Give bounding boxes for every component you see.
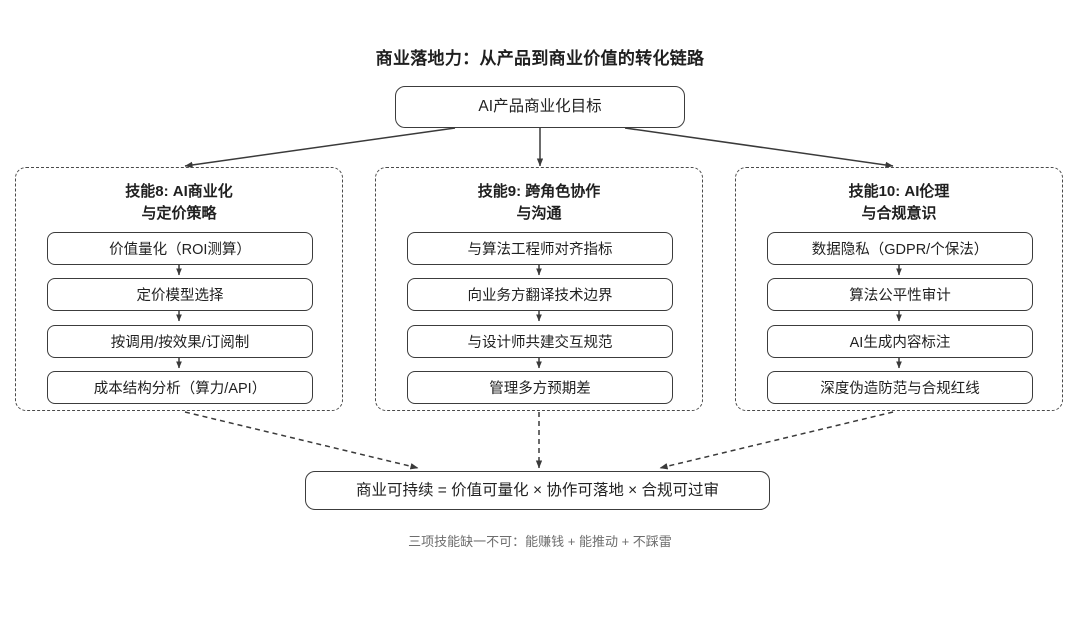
- root-to-groups-connectors: [184, 127, 894, 169]
- page-title: 商业落地力：从产品到商业价值的转化链路: [375, 49, 705, 68]
- root-node-label: AI产品商业化目标: [478, 98, 602, 116]
- skill-group-10-title: 技能10: AI伦理 与合规意识: [848, 183, 950, 223]
- skill-group-10-item-4: 深度伪造防范与合规红线: [767, 371, 1033, 404]
- skill-group-10-item-3: AI生成内容标注: [767, 325, 1033, 358]
- summary-node: 商业可持续 = 价值可量化 × 协作可落地 × 合规可过审: [305, 471, 770, 510]
- skill-group-8-item-2: 定价模型选择: [47, 278, 313, 311]
- summary-node-label: 商业可持续 = 价值可量化 × 协作可落地 × 合规可过审: [356, 481, 719, 499]
- footer-note: 三项技能缺一不可：能赚钱 + 能推动 + 不踩雷: [408, 534, 672, 549]
- skill-group-9-item-1: 与算法工程师对齐指标: [407, 232, 673, 265]
- skill-group-9-title: 技能9: 跨角色协作 与沟通: [477, 183, 601, 223]
- root-node: AI产品商业化目标: [395, 86, 685, 128]
- skill-group-8: 技能8: AI商业化 与定价策略 价值量化（ROI测算） 定价模型选择 按调用/…: [15, 167, 343, 411]
- skill-group-10-item-2: 算法公平性审计: [767, 278, 1033, 311]
- skill-group-8-item-3: 按调用/按效果/订阅制: [47, 325, 313, 358]
- skill-group-9-item-3: 与设计师共建交互规范: [407, 325, 673, 358]
- skill-group-9: 技能9: 跨角色协作 与沟通 与算法工程师对齐指标 向业务方翻译技术边界 与设计…: [375, 167, 703, 411]
- skill-group-10: 技能10: AI伦理 与合规意识 数据隐私（GDPR/个保法） 算法公平性审计 …: [735, 167, 1063, 411]
- skill-group-8-title: 技能8: AI商业化 与定价策略: [125, 183, 233, 223]
- skill-group-9-item-2: 向业务方翻译技术边界: [407, 278, 673, 311]
- skill-group-8-item-4: 成本结构分析（算力/API）: [47, 371, 313, 404]
- groups-to-summary-connectors: [184, 411, 894, 470]
- skill-group-10-item-1: 数据隐私（GDPR/个保法）: [767, 232, 1033, 265]
- skill-group-8-item-1: 价值量化（ROI测算）: [47, 232, 313, 265]
- skill-group-9-item-4: 管理多方预期差: [407, 371, 673, 404]
